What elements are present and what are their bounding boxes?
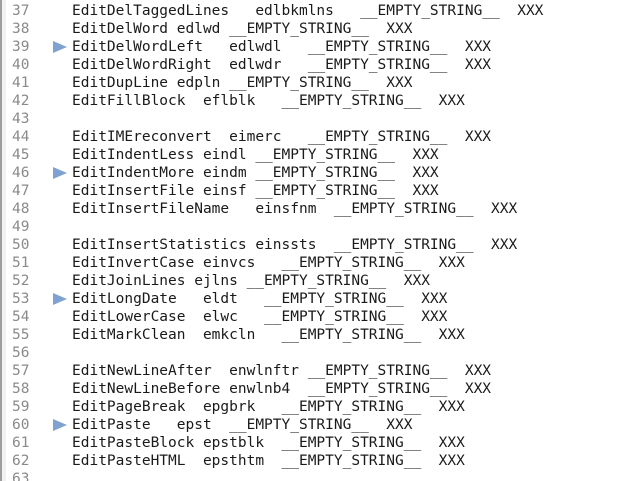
line-text[interactable]: EditInsertFileName einsfnm __EMPTY_STRIN… (72, 201, 518, 217)
editor-line[interactable]: 42 EditFillBlock eflblk __EMPTY_STRING__ … (0, 92, 631, 110)
line-number: 58 (12, 381, 30, 397)
editor-line[interactable]: 56 (0, 344, 631, 362)
line-text[interactable]: EditDelWordRight edlwdr __EMPTY_STRING__… (72, 57, 492, 73)
bookmark-arrow-icon[interactable] (53, 167, 67, 179)
editor-line[interactable]: 40 EditDelWordRight edlwdr __EMPTY_STRING… (0, 56, 631, 74)
line-number: 40 (12, 57, 30, 73)
editor-line[interactable]: 37 EditDelTaggedLines edlbkmlns __EMPTY_S… (0, 2, 631, 20)
editor-gutter (2, 0, 6, 481)
editor-line[interactable]: 41 EditDupLine edpln __EMPTY_STRING__ XXX (0, 74, 631, 92)
line-text[interactable]: EditIMEreconvert eimerc __EMPTY_STRING__… (72, 129, 492, 145)
editor-line[interactable]: 43 (0, 110, 631, 128)
line-text[interactable]: EditLowerCase elwc __EMPTY_STRING__ XXX (72, 309, 448, 325)
editor-line[interactable]: 48 EditInsertFileName einsfnm __EMPTY_STR… (0, 200, 631, 218)
editor-line[interactable]: 63 (0, 470, 631, 481)
line-number: 56 (12, 345, 30, 361)
line-number: 38 (12, 21, 30, 37)
line-number: 41 (12, 75, 30, 91)
bookmark-arrow-icon[interactable] (53, 41, 67, 53)
line-text[interactable]: EditPageBreak epgbrk __EMPTY_STRING__ XX… (72, 399, 465, 415)
editor-line[interactable]: 60 EditPaste epst __EMPTY_STRING__ XXX (0, 416, 631, 434)
line-text[interactable]: EditLongDate eldt __EMPTY_STRING__ XXX (72, 291, 448, 307)
line-text[interactable]: EditIndentLess eindl __EMPTY_STRING__ XX… (72, 147, 439, 163)
editor-line[interactable]: 62 EditPasteHTML epsthtm __EMPTY_STRING__… (0, 452, 631, 470)
line-text[interactable]: EditDelWord edlwd __EMPTY_STRING__ XXX (72, 21, 413, 37)
line-number: 54 (12, 309, 30, 325)
line-text[interactable]: EditDelWordLeft edlwdl __EMPTY_STRING__ … (72, 39, 492, 55)
line-text[interactable]: EditJoinLines ejlns __EMPTY_STRING__ XXX (72, 273, 430, 289)
editor-line[interactable]: 47 EditInsertFile einsf __EMPTY_STRING__ … (0, 182, 631, 200)
editor-line[interactable]: 45 EditIndentLess eindl __EMPTY_STRING__ … (0, 146, 631, 164)
editor-line[interactable]: 54 EditLowerCase elwc __EMPTY_STRING__ XX… (0, 308, 631, 326)
line-text[interactable]: EditInsertFile einsf __EMPTY_STRING__ XX… (72, 183, 439, 199)
line-number: 44 (12, 129, 30, 145)
line-text[interactable]: EditFillBlock eflblk __EMPTY_STRING__ XX… (72, 93, 465, 109)
line-text[interactable]: EditDelTaggedLines edlbkmlns __EMPTY_STR… (72, 3, 544, 19)
editor-line[interactable]: 44 EditIMEreconvert eimerc __EMPTY_STRING… (0, 128, 631, 146)
editor-line[interactable]: 39 EditDelWordLeft edlwdl __EMPTY_STRING_… (0, 38, 631, 56)
bookmark-arrow-icon[interactable] (53, 293, 67, 305)
editor-line[interactable]: 50 EditInsertStatistics einssts __EMPTY_S… (0, 236, 631, 254)
line-number: 49 (12, 219, 30, 235)
line-number: 62 (12, 453, 30, 469)
line-number: 55 (12, 327, 30, 343)
bookmark-arrow-icon[interactable] (53, 419, 67, 431)
line-number: 57 (12, 363, 30, 379)
line-number: 48 (12, 201, 30, 217)
line-number: 42 (12, 93, 30, 109)
editor-line[interactable]: 46 EditIndentMore eindm __EMPTY_STRING__ … (0, 164, 631, 182)
line-text[interactable]: EditInvertCase einvcs __EMPTY_STRING__ X… (72, 255, 465, 271)
line-number: 39 (12, 39, 30, 55)
editor-line[interactable]: 53 EditLongDate eldt __EMPTY_STRING__ XXX (0, 290, 631, 308)
editor-line[interactable]: 55 EditMarkClean emkcln __EMPTY_STRING__ … (0, 326, 631, 344)
line-text[interactable]: EditNewLineBefore enwlnb4 __EMPTY_STRING… (72, 381, 492, 397)
line-text[interactable]: EditDupLine edpln __EMPTY_STRING__ XXX (72, 75, 413, 91)
line-text[interactable]: EditIndentMore eindm __EMPTY_STRING__ XX… (72, 165, 439, 181)
line-number: 46 (12, 165, 30, 181)
editor-line[interactable]: 51 EditInvertCase einvcs __EMPTY_STRING__… (0, 254, 631, 272)
editor-line[interactable]: 52 EditJoinLines ejlns __EMPTY_STRING__ X… (0, 272, 631, 290)
line-text[interactable]: EditPasteBlock epstblk __EMPTY_STRING__ … (72, 435, 465, 451)
line-number: 43 (12, 111, 30, 127)
editor-line[interactable]: 49 (0, 218, 631, 236)
line-number: 52 (12, 273, 30, 289)
line-number: 59 (12, 399, 30, 415)
editor-line[interactable]: 61 EditPasteBlock epstblk __EMPTY_STRING_… (0, 434, 631, 452)
editor-left-border (0, 0, 2, 481)
line-number: 63 (12, 471, 30, 481)
line-text[interactable]: EditNewLineAfter enwlnftr __EMPTY_STRING… (72, 363, 492, 379)
editor-line[interactable]: 38 EditDelWord edlwd __EMPTY_STRING__ XXX (0, 20, 631, 38)
line-number: 60 (12, 417, 30, 433)
line-number: 45 (12, 147, 30, 163)
editor-line[interactable]: 58 EditNewLineBefore enwlnb4 __EMPTY_STRI… (0, 380, 631, 398)
editor-line[interactable]: 57 EditNewLineAfter enwlnftr __EMPTY_STRI… (0, 362, 631, 380)
line-number: 37 (12, 3, 30, 19)
editor-line[interactable]: 59 EditPageBreak epgbrk __EMPTY_STRING__ … (0, 398, 631, 416)
line-text[interactable]: EditPaste epst __EMPTY_STRING__ XXX (72, 417, 413, 433)
line-text[interactable]: EditMarkClean emkcln __EMPTY_STRING__ XX… (72, 327, 465, 343)
line-text[interactable]: EditPasteHTML epsthtm __EMPTY_STRING__ X… (72, 453, 465, 469)
line-number: 47 (12, 183, 30, 199)
line-number: 51 (12, 255, 30, 271)
line-number: 61 (12, 435, 30, 451)
line-number: 53 (12, 291, 30, 307)
line-number: 50 (12, 237, 30, 253)
line-text[interactable]: EditInsertStatistics einssts __EMPTY_STR… (72, 237, 518, 253)
